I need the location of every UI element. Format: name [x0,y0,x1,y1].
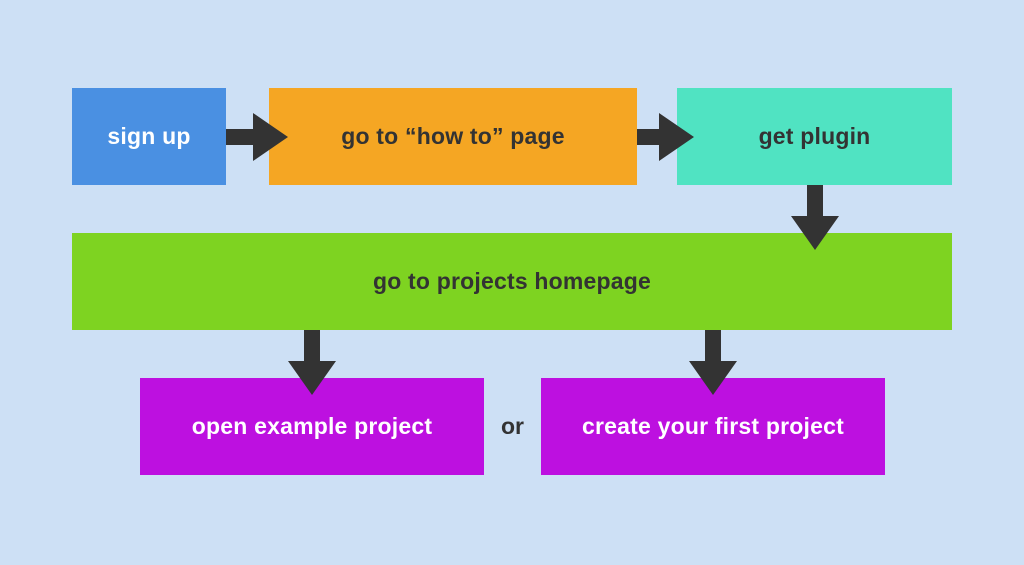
step-sign-up: sign up [72,88,226,185]
step-open-example-project: open example project [140,378,484,475]
or-connector-label: or [501,413,524,439]
step-create-first-project: create your first project [541,378,885,475]
step-open-example-project-label: open example project [191,413,433,439]
step-sign-up-label: sign up [107,123,191,149]
step-get-plugin: get plugin [677,88,952,185]
step-projects-homepage: go to projects homepage [72,233,952,330]
step-get-plugin-label: get plugin [758,123,871,149]
step-how-to-page: go to “how to” page [269,88,637,185]
step-projects-homepage-label: go to projects homepage [372,268,652,294]
step-create-first-project-label: create your first project [582,413,844,439]
step-how-to-page-label: go to “how to” page [341,123,565,149]
